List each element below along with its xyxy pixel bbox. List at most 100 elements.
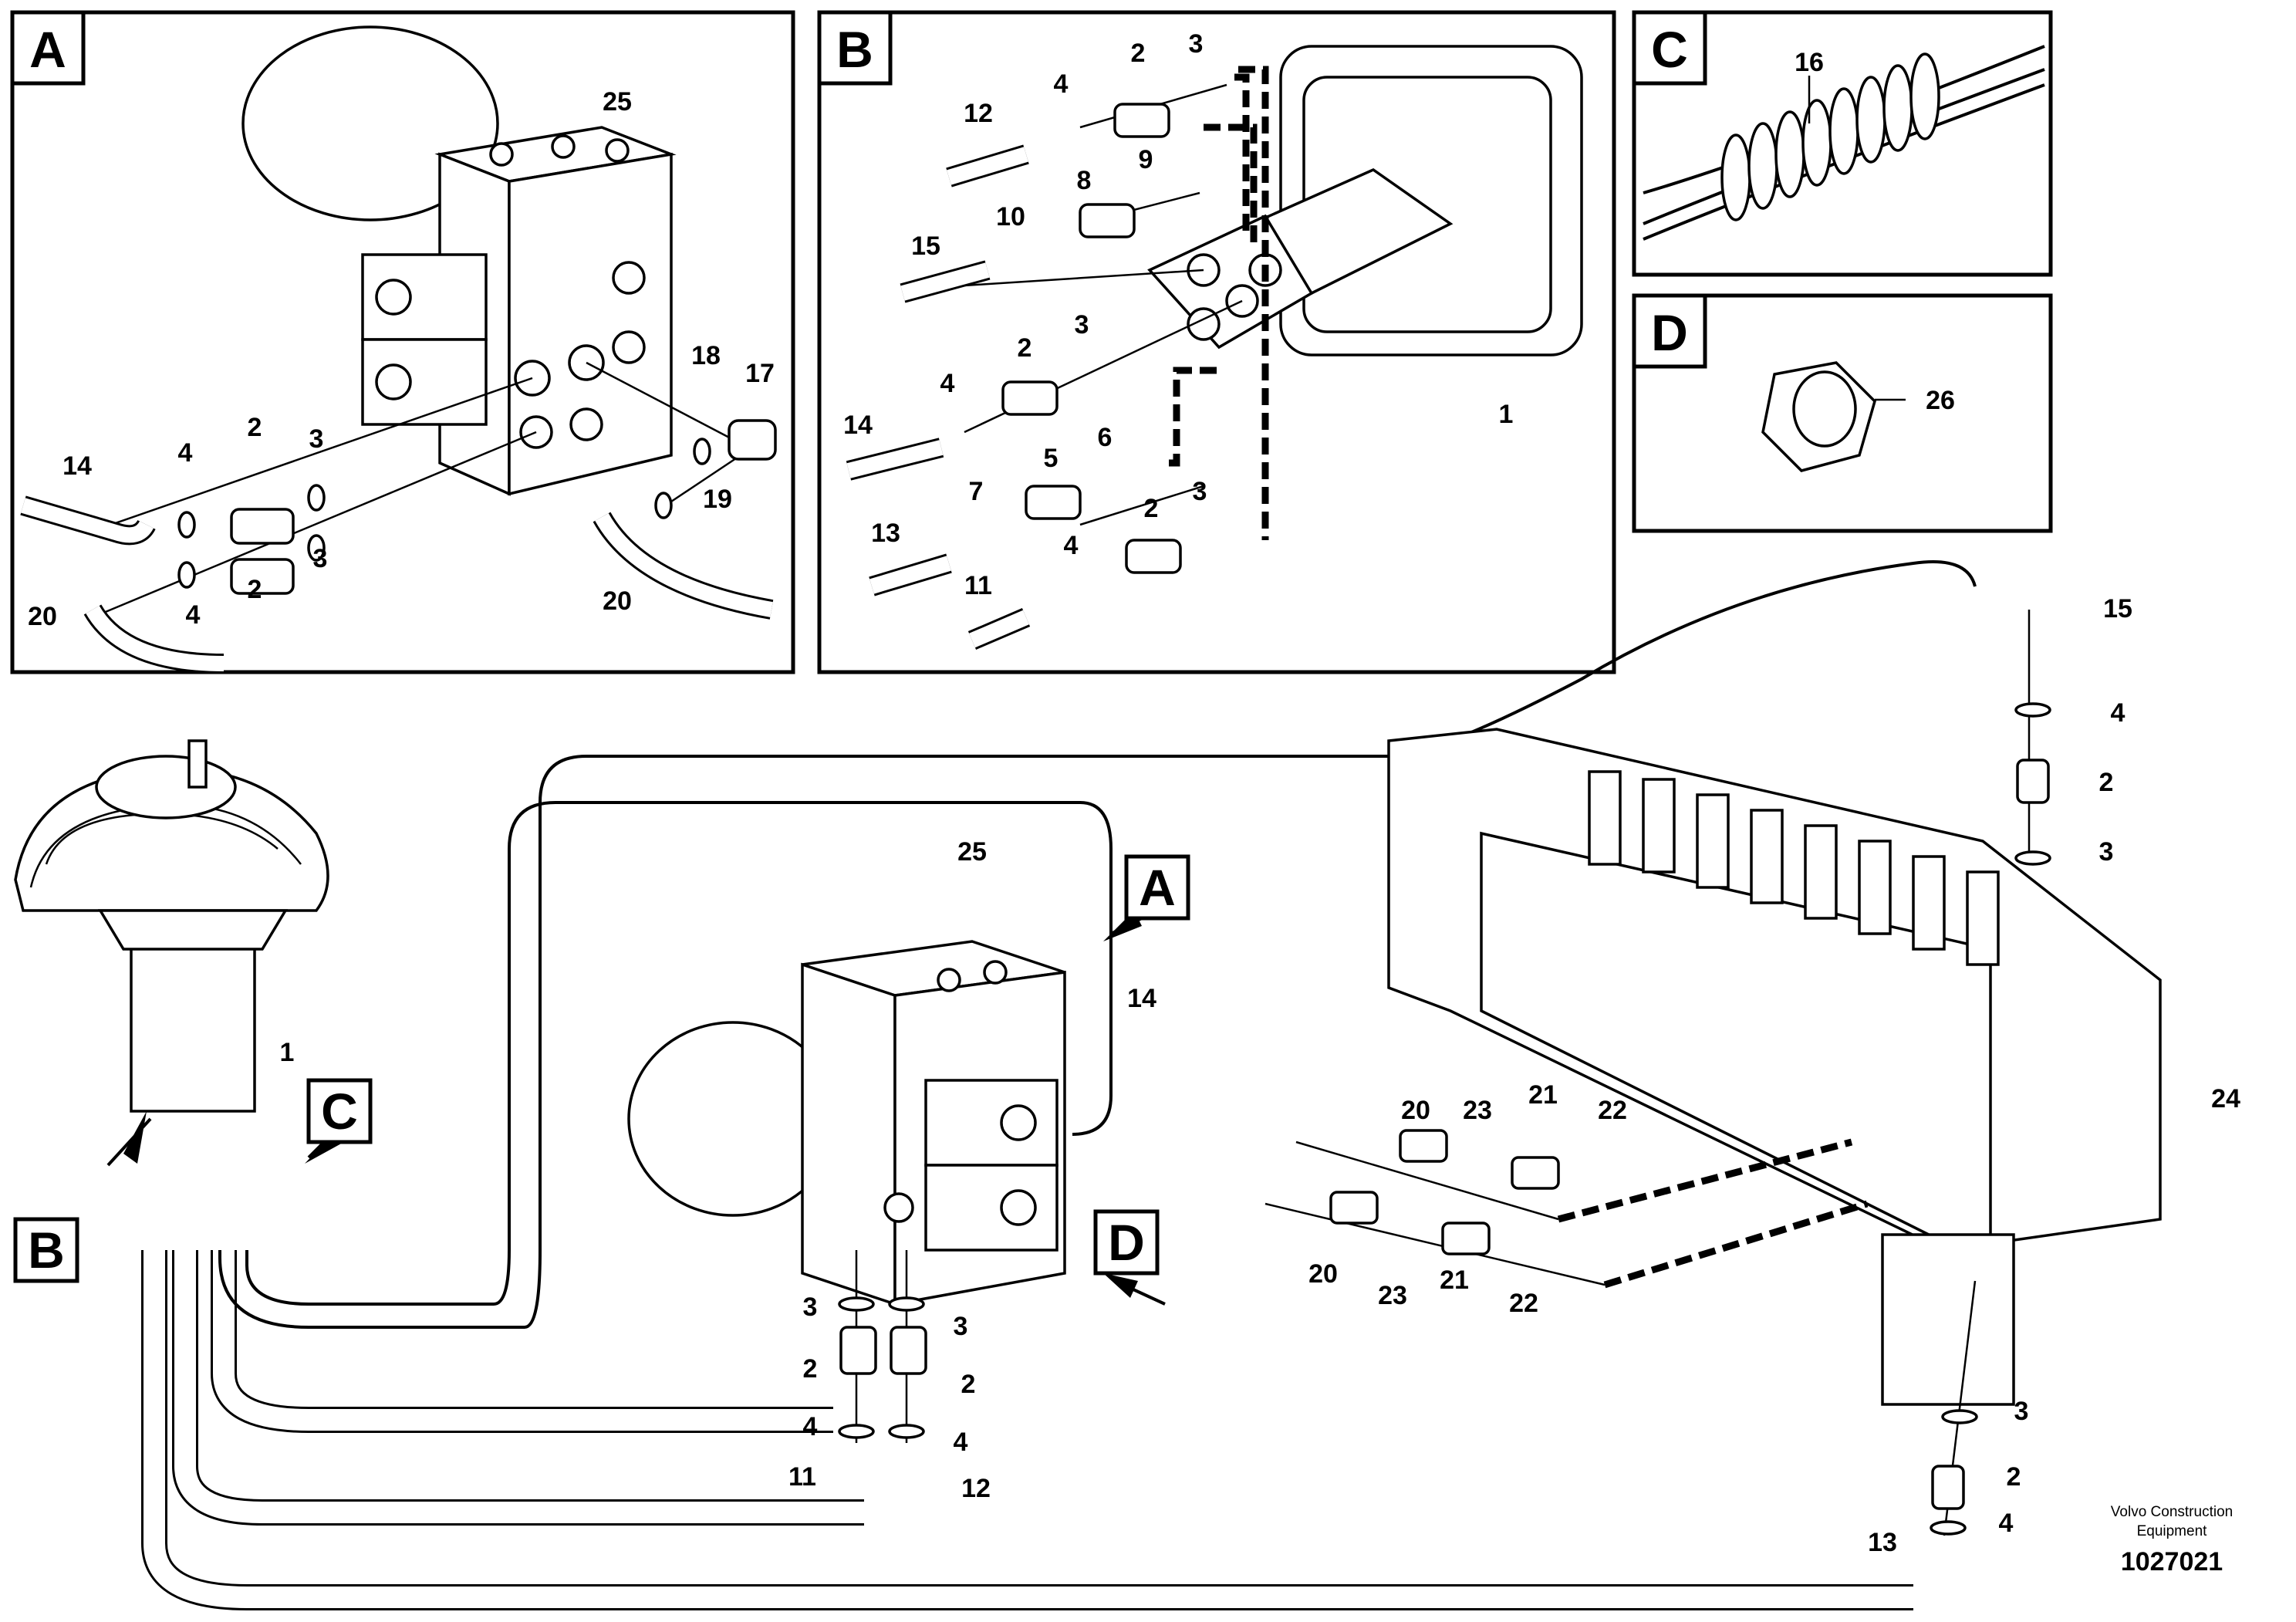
credit: Volvo Construction Equipment 1027021 bbox=[2111, 1504, 2233, 1576]
label-a-18: 18 bbox=[691, 341, 721, 370]
panel-a-block-front bbox=[508, 152, 673, 496]
label-m-22a: 22 bbox=[1598, 1096, 1627, 1125]
panel-d-tag bbox=[1632, 293, 1707, 369]
label-a-17: 17 bbox=[745, 359, 775, 388]
label-a-19: 19 bbox=[703, 485, 732, 514]
label-c-16: 16 bbox=[1795, 48, 1824, 77]
label-m-2d: 2 bbox=[2007, 1462, 2021, 1492]
label-m-3d: 3 bbox=[2014, 1397, 2029, 1426]
panel-c-tag bbox=[1632, 10, 1707, 86]
label-b-4b: 4 bbox=[940, 369, 955, 398]
label-b-12: 12 bbox=[964, 99, 993, 128]
panel-a-frame bbox=[10, 10, 795, 674]
callout-d-letter: D bbox=[1108, 1214, 1145, 1271]
label-b-8: 8 bbox=[1077, 166, 1092, 195]
panel-a-letter: A bbox=[29, 21, 66, 78]
label-b-2a: 2 bbox=[1131, 39, 1146, 68]
label-m-22b: 22 bbox=[1509, 1289, 1538, 1318]
panel-a-accumulator bbox=[241, 25, 499, 221]
label-m-25: 25 bbox=[957, 837, 987, 867]
label-b-15: 15 bbox=[911, 231, 940, 261]
label-b-1: 1 bbox=[1499, 400, 1514, 429]
callout-b bbox=[13, 1217, 79, 1283]
label-m-3c: 3 bbox=[954, 1312, 968, 1341]
callout-a-letter: A bbox=[1139, 859, 1176, 916]
label-b-2b: 2 bbox=[1018, 333, 1032, 363]
label-m-20b: 20 bbox=[1308, 1259, 1338, 1289]
label-b-6: 6 bbox=[1098, 423, 1113, 452]
label-a-3b: 3 bbox=[313, 544, 328, 573]
label-m-4b: 4 bbox=[803, 1412, 818, 1441]
credit-line-2: Equipment bbox=[2137, 1523, 2208, 1539]
label-m-3b: 3 bbox=[803, 1293, 818, 1322]
label-m-4a: 4 bbox=[2111, 698, 2125, 728]
label-b-7: 7 bbox=[969, 477, 984, 506]
label-m-11: 11 bbox=[788, 1462, 816, 1492]
label-b-2c: 2 bbox=[1144, 494, 1159, 523]
label-d-26: 26 bbox=[1926, 386, 1955, 415]
label-b-4c: 4 bbox=[1064, 531, 1079, 560]
panel-b-letter: B bbox=[836, 21, 873, 78]
panel-b-tag bbox=[817, 10, 893, 86]
label-m-4d: 4 bbox=[1999, 1509, 2014, 1538]
callout-c bbox=[306, 1078, 373, 1144]
part-number: 1027021 bbox=[2121, 1547, 2223, 1576]
panel-d-letter: D bbox=[1651, 304, 1688, 361]
label-a-20b: 20 bbox=[603, 586, 632, 616]
panel-b-frame bbox=[817, 10, 1616, 674]
label-m-15: 15 bbox=[2103, 594, 2132, 623]
label-m-1: 1 bbox=[280, 1038, 295, 1067]
label-m-4c: 4 bbox=[954, 1428, 968, 1457]
main-joystick bbox=[14, 739, 329, 1113]
label-a-4a: 4 bbox=[178, 438, 193, 468]
main-control-valve-24 bbox=[1387, 728, 2162, 1406]
label-b-3c: 3 bbox=[1193, 477, 1207, 506]
label-m-2c: 2 bbox=[961, 1370, 976, 1399]
label-b-4a: 4 bbox=[1054, 69, 1069, 99]
label-b-14: 14 bbox=[843, 411, 873, 440]
label-b-10: 10 bbox=[996, 202, 1025, 231]
label-b-3a: 3 bbox=[1189, 29, 1204, 59]
label-b-3b: 3 bbox=[1075, 310, 1089, 340]
label-b-11: 11 bbox=[964, 571, 992, 600]
panel-c-frame bbox=[1632, 10, 2053, 277]
main-assembly: A B C D 1 25 14 15 4 2 3 20 23 21 22 24 … bbox=[13, 560, 2240, 1610]
panel-d-frame bbox=[1632, 293, 2053, 533]
label-m-21a: 21 bbox=[1528, 1080, 1558, 1110]
label-m-3a: 3 bbox=[2099, 837, 2114, 867]
label-b-5: 5 bbox=[1044, 444, 1059, 473]
label-m-24: 24 bbox=[2211, 1084, 2240, 1113]
label-a-2a: 2 bbox=[248, 413, 262, 442]
panel-a: A bbox=[10, 10, 795, 674]
main-valve-25 bbox=[627, 940, 1066, 1306]
main-control-valve-spools bbox=[1588, 770, 2000, 966]
callout-b-letter: B bbox=[28, 1222, 65, 1279]
label-a-14: 14 bbox=[62, 451, 92, 481]
label-m-23a: 23 bbox=[1463, 1096, 1492, 1125]
panel-c: C 16 bbox=[1632, 10, 2053, 277]
label-a-3a: 3 bbox=[309, 424, 324, 454]
label-m-12: 12 bbox=[961, 1474, 991, 1503]
label-m-2a: 2 bbox=[2099, 768, 2114, 797]
label-a-20a: 20 bbox=[28, 602, 57, 631]
label-m-13: 13 bbox=[1868, 1528, 1897, 1557]
label-m-20a: 20 bbox=[1401, 1096, 1430, 1125]
panel-a-tag bbox=[10, 10, 86, 86]
label-m-14: 14 bbox=[1127, 984, 1156, 1013]
callout-d bbox=[1093, 1209, 1160, 1276]
callout-c-letter: C bbox=[321, 1083, 358, 1140]
label-a-4b: 4 bbox=[186, 600, 201, 630]
panel-d: D 26 bbox=[1632, 293, 2053, 533]
credit-line-1: Volvo Construction bbox=[2111, 1504, 2233, 1520]
label-m-23b: 23 bbox=[1378, 1281, 1407, 1310]
label-m-2b: 2 bbox=[803, 1354, 818, 1384]
label-a-2b: 2 bbox=[248, 575, 262, 604]
callout-a bbox=[1124, 854, 1190, 921]
label-b-9: 9 bbox=[1139, 145, 1153, 174]
label-a-25: 25 bbox=[603, 87, 632, 117]
panel-b: B 2 bbox=[817, 10, 1616, 674]
label-m-21b: 21 bbox=[1440, 1265, 1469, 1295]
panel-c-spiral-wrap bbox=[1720, 52, 1940, 221]
panel-c-letter: C bbox=[1651, 21, 1688, 78]
